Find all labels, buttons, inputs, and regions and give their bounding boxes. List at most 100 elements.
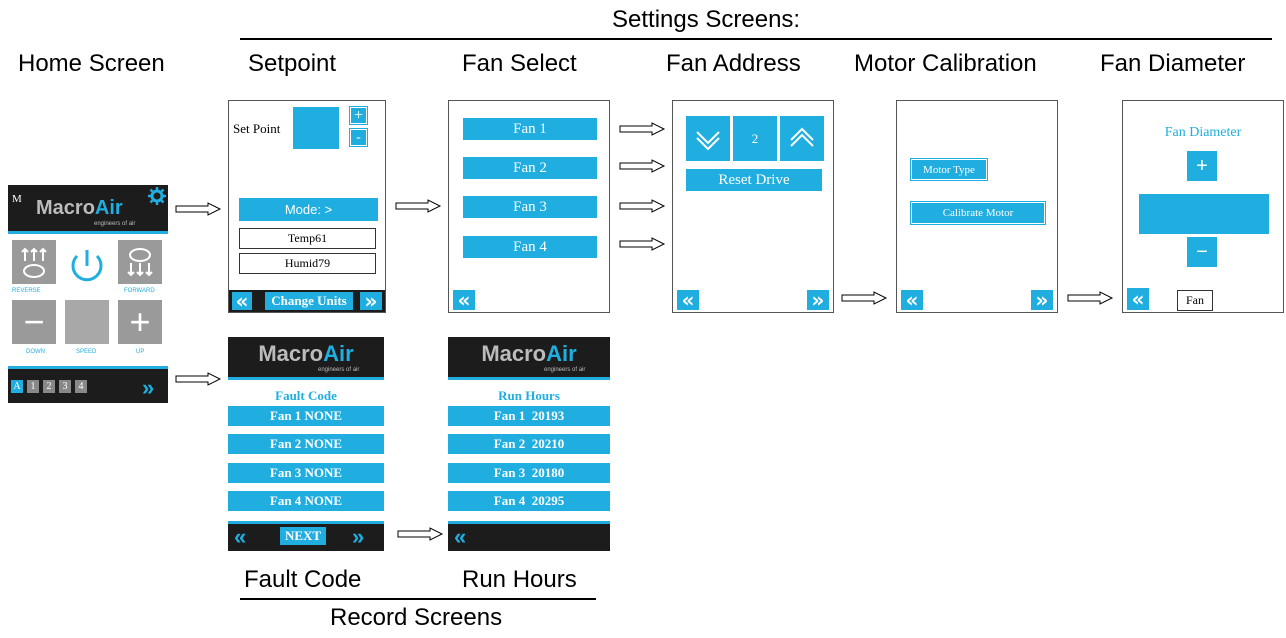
gear-icon[interactable] bbox=[148, 187, 166, 205]
address-value: 2 bbox=[733, 116, 777, 161]
diameter-minus-button[interactable]: − bbox=[1187, 237, 1217, 267]
setpoint-nav-bar: « Change Units » bbox=[229, 289, 385, 313]
tab-2[interactable]: 2 bbox=[43, 380, 55, 393]
set-point-value bbox=[293, 107, 339, 149]
run-hours-row-2: Fan 2 20210 bbox=[448, 434, 610, 454]
fan-address-screen: 2 Reset Drive « » bbox=[672, 100, 834, 313]
tab-a[interactable]: A bbox=[11, 380, 23, 393]
fault-row-1: Fan 1 NONE bbox=[228, 406, 384, 426]
record-underline bbox=[240, 598, 596, 600]
fan-1-button[interactable]: Fan 1 bbox=[463, 118, 597, 140]
up-label: UP bbox=[136, 349, 145, 355]
next-chevron-icon[interactable]: » bbox=[807, 288, 829, 312]
chevron-down-icon bbox=[696, 130, 720, 150]
logo-tagline: engineers of air bbox=[318, 367, 360, 373]
fan-field: Fan bbox=[1177, 290, 1213, 311]
next-chevron-icon[interactable]: » bbox=[352, 524, 365, 549]
arrow-fan4 bbox=[619, 237, 665, 251]
up-button[interactable]: + bbox=[118, 300, 162, 344]
diameter-plus-button[interactable]: + bbox=[1187, 151, 1217, 181]
fault-row-3: Fan 3 NONE bbox=[228, 463, 384, 483]
tab-4[interactable]: 4 bbox=[75, 380, 87, 393]
next-chevron-icon[interactable]: » bbox=[360, 289, 382, 313]
forward-button[interactable] bbox=[118, 240, 162, 284]
reverse-icon bbox=[21, 247, 47, 278]
temp-field: Temp61 bbox=[239, 228, 376, 249]
motor-type-button[interactable]: Motor Type bbox=[910, 158, 988, 181]
power-button[interactable] bbox=[65, 246, 109, 286]
next-button[interactable]: NEXT bbox=[280, 527, 326, 545]
nav-divider bbox=[228, 521, 384, 524]
home-control-panel: REVERSE FORWARD − + DOWN SPEED UP bbox=[8, 234, 168, 366]
motor-calibration-heading: Motor Calibration bbox=[854, 50, 1037, 77]
back-chevron-icon[interactable]: « bbox=[1127, 287, 1149, 311]
down-label: DOWN bbox=[26, 349, 45, 355]
arrow-faultcode-to-runhours bbox=[397, 527, 443, 541]
back-chevron-icon[interactable]: « bbox=[232, 289, 252, 313]
run-hours-row-1: Fan 1 20193 bbox=[448, 406, 610, 426]
humid-field: Humid79 bbox=[239, 253, 376, 274]
back-chevron-icon[interactable]: « bbox=[901, 288, 923, 312]
fault-code-heading: Fault Code bbox=[244, 566, 362, 593]
back-chevron-icon[interactable]: « bbox=[454, 524, 467, 549]
back-chevron-icon[interactable]: « bbox=[234, 524, 247, 549]
tab-divider bbox=[8, 366, 168, 369]
fan-4-button[interactable]: Fan 4 bbox=[463, 236, 597, 258]
macroair-logo: MacroAir bbox=[481, 341, 577, 366]
fault-code-screen: MacroAir engineers of air Fault Code Fan… bbox=[228, 337, 384, 551]
speed-display bbox=[65, 300, 109, 344]
calibrate-motor-button[interactable]: Calibrate Motor bbox=[910, 201, 1046, 225]
setpoint-screen: Set Point + - Mode: > Temp61 Humid79 « C… bbox=[228, 100, 386, 313]
set-point-plus-button[interactable]: + bbox=[349, 106, 368, 125]
tab-3[interactable]: 3 bbox=[59, 380, 71, 393]
mode-button[interactable]: Mode: > bbox=[239, 198, 378, 221]
logo-divider bbox=[8, 231, 168, 234]
motor-calibration-screen: Motor Type Calibrate Motor « » bbox=[896, 100, 1058, 313]
next-chevron-icon[interactable]: » bbox=[1031, 288, 1053, 312]
address-down-button[interactable] bbox=[686, 116, 730, 161]
logo-tagline: engineers of air bbox=[94, 221, 136, 227]
set-point-label: Set Point bbox=[233, 121, 281, 136]
record-screens-heading: Record Screens bbox=[330, 604, 503, 631]
tab-1[interactable]: 1 bbox=[27, 380, 39, 393]
run-hours-row-3: Fan 3 20180 bbox=[448, 463, 610, 483]
fan-diameter-screen: Fan Diameter + − « Fan bbox=[1122, 100, 1284, 313]
back-chevron-icon[interactable]: « bbox=[677, 288, 699, 312]
fault-code-list: Fault Code Fan 1 NONE Fan 2 NONE Fan 3 N… bbox=[228, 380, 384, 521]
set-point-minus-button[interactable]: - bbox=[349, 128, 368, 147]
setpoint-heading: Setpoint bbox=[248, 50, 337, 77]
run-hours-heading: Run Hours bbox=[462, 566, 577, 593]
arrow-fan2 bbox=[619, 159, 665, 173]
forward-chevron-icon[interactable]: » bbox=[142, 375, 155, 400]
down-button[interactable]: − bbox=[12, 300, 56, 344]
fan-diameter-heading: Fan Diameter bbox=[1100, 50, 1246, 77]
fan-address-heading: Fan Address bbox=[666, 50, 801, 77]
settings-underline bbox=[240, 38, 1272, 40]
settings-screens-heading: Settings Screens: bbox=[612, 6, 801, 33]
back-chevron-icon[interactable]: « bbox=[453, 288, 475, 312]
fan-2-button[interactable]: Fan 2 bbox=[463, 157, 597, 179]
arrow-fan1 bbox=[619, 122, 665, 136]
reset-drive-button[interactable]: Reset Drive bbox=[686, 169, 822, 191]
macroair-logo: MacroAir bbox=[36, 197, 123, 219]
reverse-label: REVERSE bbox=[12, 288, 41, 294]
run-hours-list: Run Hours Fan 1 20193 Fan 2 20210 Fan 3 … bbox=[448, 380, 610, 521]
address-up-button[interactable] bbox=[780, 116, 824, 161]
forward-label: FORWARD bbox=[124, 288, 155, 294]
fan-3-button[interactable]: Fan 3 bbox=[463, 196, 597, 218]
fault-code-title: Fault Code bbox=[275, 388, 337, 403]
logo-divider bbox=[228, 377, 384, 380]
fan-select-screen: Fan 1 Fan 2 Fan 3 Fan 4 « bbox=[448, 100, 610, 313]
fan-select-heading: Fan Select bbox=[462, 50, 577, 77]
macroair-logo: MacroAir bbox=[258, 341, 354, 366]
power-icon bbox=[71, 250, 103, 282]
home-screen: M MacroAir engineers of air REVERSE FORW… bbox=[8, 185, 168, 403]
change-units-button[interactable]: Change Units bbox=[265, 292, 353, 310]
fault-row-4: Fan 4 NONE bbox=[228, 491, 384, 511]
chevron-up-icon bbox=[790, 127, 814, 147]
forward-icon bbox=[127, 248, 153, 277]
plus-icon: + bbox=[129, 301, 151, 342]
logo-tagline: engineers of air bbox=[544, 367, 586, 373]
reverse-button[interactable] bbox=[12, 240, 56, 284]
